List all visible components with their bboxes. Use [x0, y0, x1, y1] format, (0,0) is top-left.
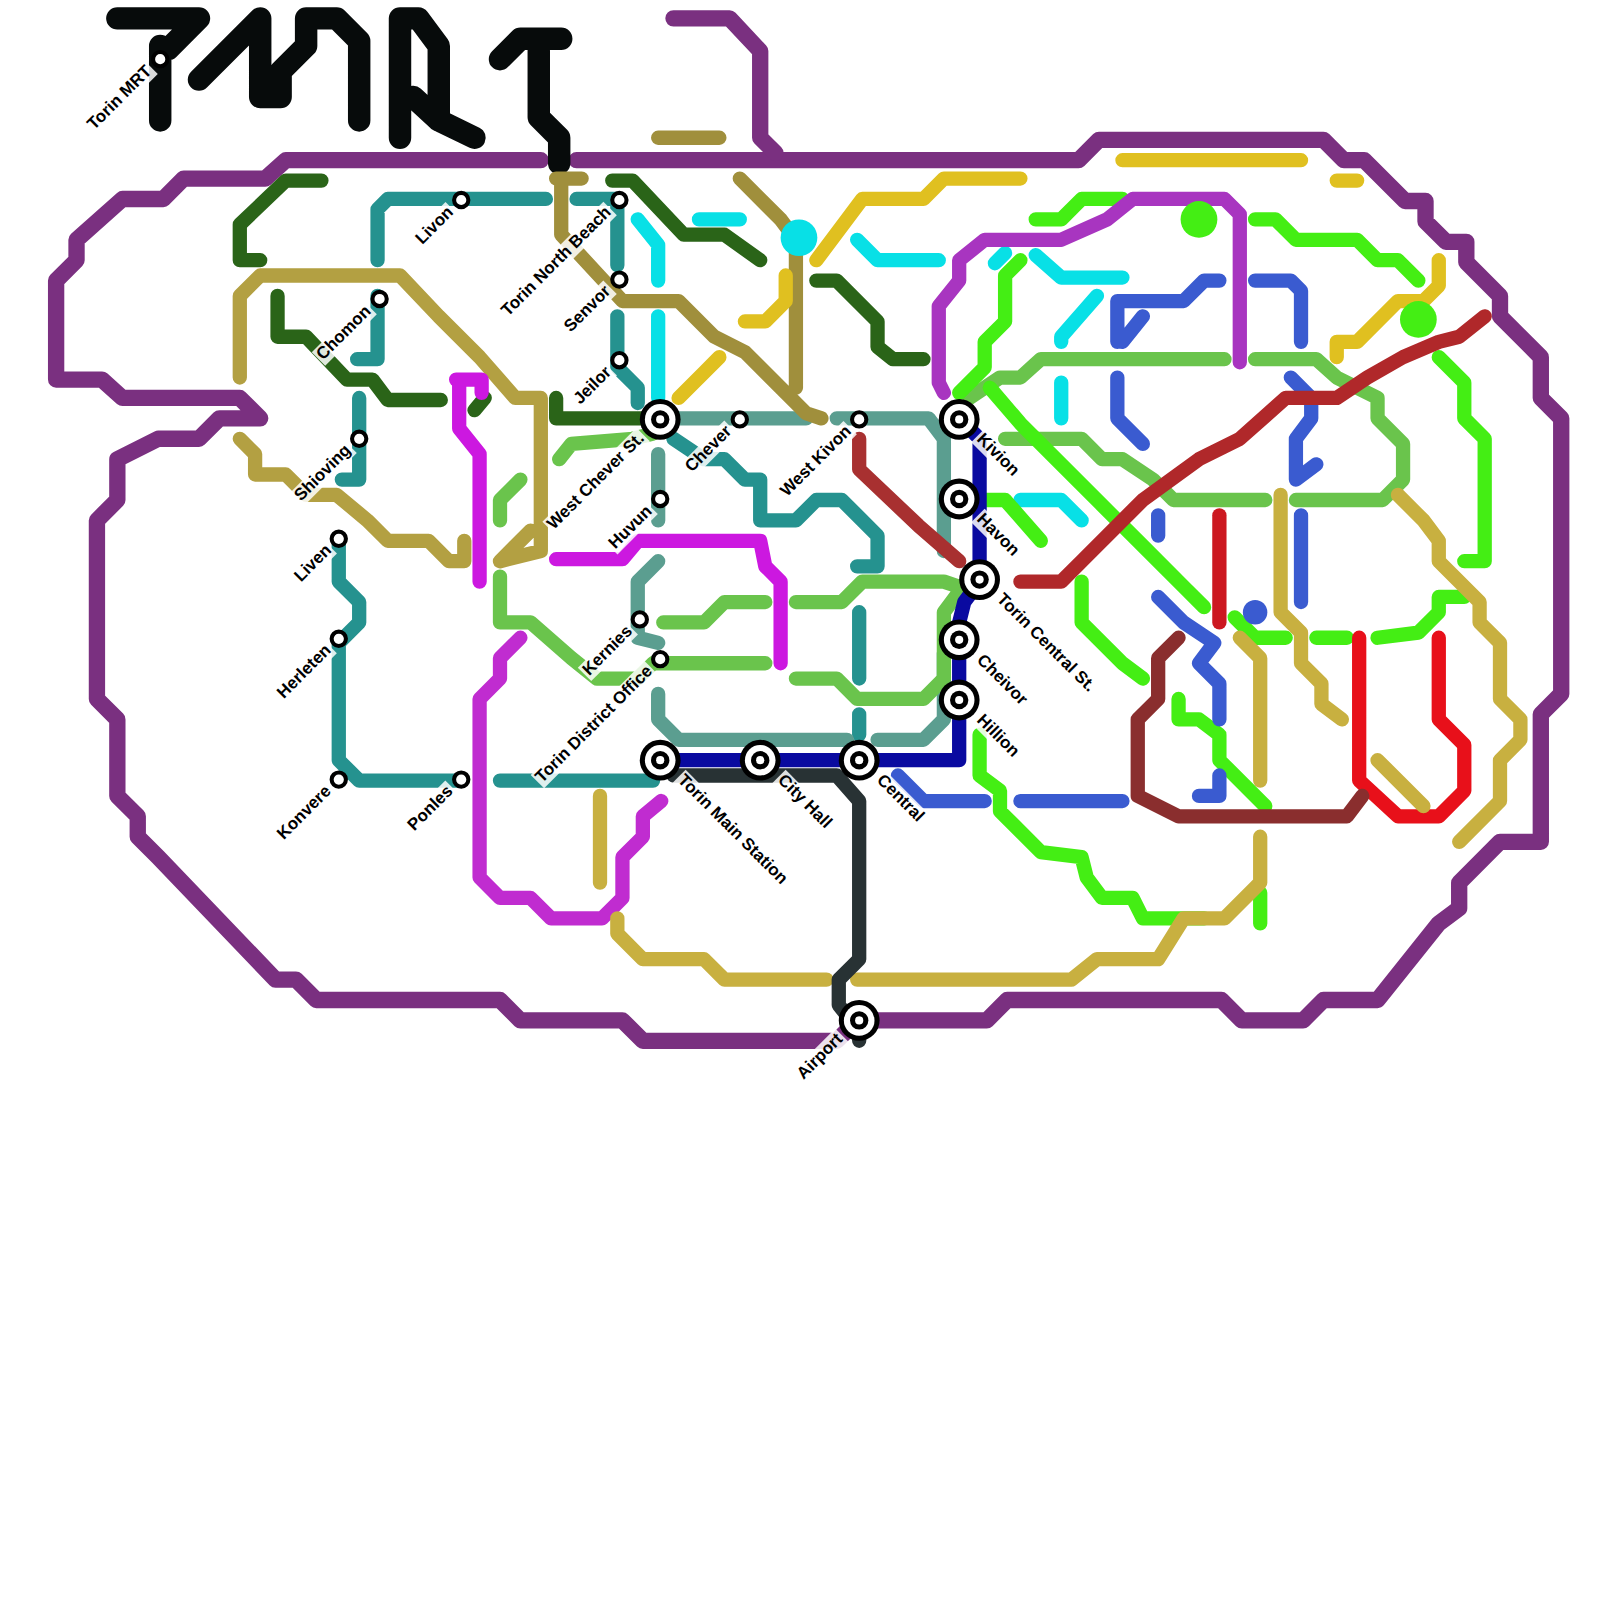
interchange-ring	[939, 680, 980, 721]
interchange-ring	[740, 740, 781, 781]
station-dot	[852, 412, 866, 426]
station-label: Torin Main Station	[672, 770, 792, 890]
station-dot	[612, 193, 626, 207]
transit-line	[1020, 316, 1484, 581]
interchange-ring	[855, 1016, 863, 1024]
station-label: Herleten	[272, 640, 336, 704]
interchange-ring	[955, 415, 963, 423]
transit-line	[56, 140, 1561, 1041]
interchange-ring	[855, 756, 863, 764]
line-terminus	[1243, 600, 1267, 624]
interchange-ring	[959, 559, 1000, 600]
interchange-ring	[950, 691, 968, 709]
interchange-ring	[955, 696, 963, 704]
interchange-ring	[756, 756, 764, 764]
interchange-ring	[656, 415, 664, 423]
station-label: Huvun	[604, 500, 657, 553]
station-dot	[653, 492, 667, 506]
station-dot	[372, 292, 386, 306]
interchange-ring	[745, 745, 776, 776]
station-label: Kivion	[971, 429, 1024, 482]
station-label: Konvere	[272, 781, 336, 845]
interchange-ring	[944, 484, 975, 515]
interchange-ring	[751, 751, 769, 769]
transit-line	[939, 199, 1240, 393]
interchange-ring	[839, 1000, 880, 1041]
station-dot	[454, 193, 468, 207]
interchange-ring	[955, 495, 963, 503]
station-label: Torin MRT	[83, 61, 158, 136]
interchange-ring	[944, 685, 975, 716]
line-terminus	[781, 219, 818, 256]
interchange-ring	[939, 479, 980, 520]
interchange-ring	[939, 399, 980, 440]
interchange-ring	[645, 745, 676, 776]
interchange-ring	[976, 576, 984, 584]
interchange-ring	[839, 740, 880, 781]
interchange-ring	[640, 399, 681, 440]
station-dot	[332, 632, 346, 646]
station-dot	[612, 272, 626, 286]
station-label: Livon	[411, 201, 459, 249]
interchange-ring	[645, 404, 676, 435]
interchange-ring	[970, 570, 988, 588]
station-dot	[653, 652, 667, 666]
interchange-ring	[850, 1011, 868, 1029]
station-label: Cheivor	[971, 649, 1032, 710]
transit-line	[1212, 515, 1226, 622]
station-dot	[633, 612, 647, 626]
station-label: Jeilor	[569, 362, 617, 410]
station-label: Chomon	[312, 300, 377, 365]
interchange-ring	[939, 619, 980, 660]
transit-line	[480, 638, 662, 919]
interchange-ring	[844, 1005, 875, 1036]
transit-line	[199, 18, 359, 120]
station-label: Airport	[792, 1029, 848, 1085]
station-label: Havon	[971, 509, 1024, 562]
station-label: Ponles	[403, 781, 458, 836]
interchange-ring	[964, 564, 995, 595]
station-label: City Hall	[772, 770, 836, 834]
interchange-ring	[950, 410, 968, 428]
transit-line	[1138, 638, 1362, 817]
station-label: West Kivon	[776, 421, 857, 502]
interchange-ring	[844, 745, 875, 776]
station-dot	[352, 432, 366, 446]
interchange-ring	[955, 636, 963, 644]
station-dot	[332, 532, 346, 546]
station-label: Hillion	[971, 710, 1024, 763]
station-dot	[153, 52, 167, 66]
station-dot	[454, 772, 468, 786]
interchange-ring	[651, 410, 669, 428]
interchange-ring	[640, 740, 681, 781]
transit-line	[658, 418, 979, 760]
transit-line	[500, 39, 561, 163]
interchange-ring	[944, 624, 975, 655]
transit-line	[240, 181, 924, 419]
transit-line	[117, 18, 199, 120]
station-label: Senvor	[560, 281, 617, 338]
interchange-ring	[656, 756, 664, 764]
station-label: Torin District Office	[531, 661, 658, 788]
interchange-ring	[950, 490, 968, 508]
interchange-ring	[850, 751, 868, 769]
interchange-ring	[651, 751, 669, 769]
station-label: Shioving	[290, 440, 357, 507]
station-label: Central	[871, 770, 928, 827]
transit-line	[959, 199, 1485, 923]
station-dot	[332, 772, 346, 786]
interchange-ring	[950, 631, 968, 649]
station-label: Chever	[680, 421, 737, 478]
interchange-ring	[944, 404, 975, 435]
line-terminus	[1400, 301, 1437, 338]
transit-line	[400, 18, 474, 137]
transit-line	[600, 495, 1520, 980]
station-dot	[733, 412, 747, 426]
station-label: Liven	[289, 540, 336, 587]
station-dot	[612, 353, 626, 367]
line-terminus	[1181, 201, 1218, 238]
station-label: Kernies	[577, 621, 637, 681]
